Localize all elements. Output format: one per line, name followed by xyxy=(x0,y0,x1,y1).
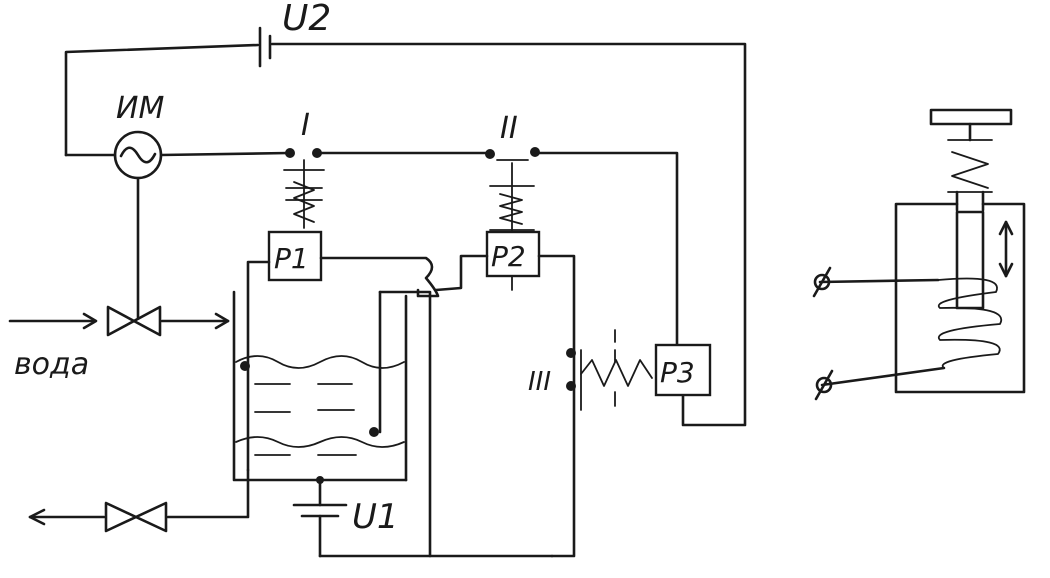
outlet-valve xyxy=(104,501,168,533)
u2-loop xyxy=(64,42,747,427)
actuator-motor: ИМ xyxy=(64,91,164,320)
relay-p3: P3 xyxy=(654,343,712,397)
label-u1: U1 xyxy=(352,497,399,537)
terminal-upper xyxy=(812,266,940,298)
label-contact-1: I xyxy=(301,108,310,143)
inlet-pipe: вода xyxy=(8,312,230,382)
outlet-pipe xyxy=(28,468,250,526)
contact-2: II xyxy=(485,111,540,233)
label-contact-3: III xyxy=(528,367,551,397)
battery-u1: U1 xyxy=(292,476,554,558)
label-relay-3: P3 xyxy=(660,356,695,389)
electrode-upper xyxy=(240,361,250,371)
relay-detail xyxy=(894,108,1026,394)
label-relay-2: P2 xyxy=(491,240,526,273)
label-contact-2: II xyxy=(500,111,518,146)
terminal-lower xyxy=(814,366,946,401)
label-u2: U2 xyxy=(282,0,331,39)
relay-p1: P1 xyxy=(246,230,440,472)
relay-p2: P2 xyxy=(434,230,576,558)
label-inlet: вода xyxy=(14,347,89,382)
contact-1: I xyxy=(283,108,325,229)
label-actuator: ИМ xyxy=(116,91,164,126)
electrode-tube xyxy=(369,290,432,558)
contact-3: III xyxy=(528,329,653,411)
inlet-valve xyxy=(106,305,162,337)
label-relay-1: P1 xyxy=(274,242,309,275)
top-bus xyxy=(159,151,679,347)
battery-u2: U2 xyxy=(258,0,331,68)
water-tank xyxy=(232,290,408,482)
